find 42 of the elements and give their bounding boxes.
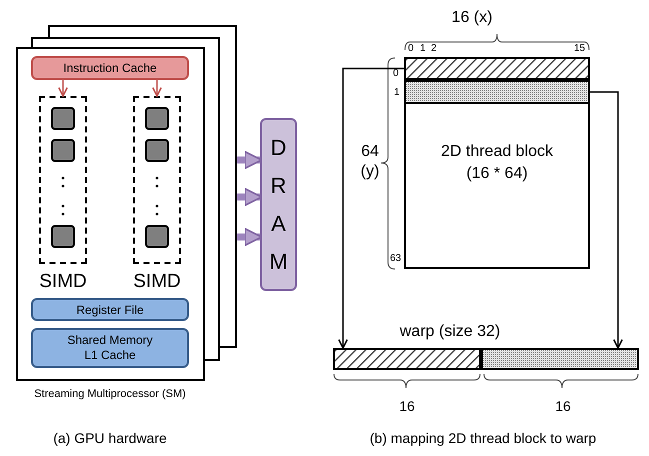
arrow: [237, 150, 263, 170]
dimension-label: 0: [393, 68, 400, 80]
simd-group: [133, 96, 181, 264]
dimension-label: 1: [420, 43, 427, 56]
dimension-label: 63: [390, 253, 402, 266]
dotted-segment: [481, 348, 639, 370]
arrow: [338, 68, 404, 349]
group-label: SIMD: [38, 270, 88, 294]
arrow: [237, 228, 263, 246]
dimension-label: 2: [431, 43, 438, 56]
arrow: [590, 91, 623, 349]
cache-box: Instruction Cache: [31, 56, 189, 80]
figure-caption: (b) mapping 2D thread block to warp: [368, 430, 598, 448]
dimension-label: 16: [554, 398, 572, 416]
core-square: [145, 139, 169, 162]
register-file-box: Register File: [31, 298, 189, 321]
core-square: [145, 107, 169, 130]
dimension-label: warp (size 32): [398, 322, 502, 342]
arrow: [152, 80, 162, 97]
hatched-segment: [333, 348, 481, 370]
dimension-label: 0: [408, 43, 415, 56]
multiprocessor-stack: [16, 25, 237, 381]
dram-box: DRAM: [260, 118, 297, 291]
caption-text: Streaming Multiprocessor (SM): [33, 387, 187, 402]
dimension-label: 16: [398, 398, 416, 416]
figure-caption: (a) GPU hardware: [52, 430, 168, 448]
core-square: [51, 139, 75, 162]
dimension-label: 64 (y): [360, 142, 380, 182]
dotted-row: [404, 80, 590, 104]
thread-block: 2D thread block (16 * 64): [404, 57, 590, 269]
arrow: [237, 188, 263, 206]
dimension-label: 1: [394, 87, 401, 100]
group-label: SIMD: [132, 270, 182, 294]
simd-group: [39, 96, 87, 264]
dimension-label: 16 (x): [450, 8, 494, 28]
arrow: [58, 80, 68, 97]
dimension-label: 15: [574, 43, 586, 56]
core-square: [145, 225, 169, 248]
hatched-row: [404, 57, 590, 80]
memory-box: Shared Memory L1 Cache: [31, 328, 189, 368]
core-square: [51, 225, 75, 248]
core-square: [51, 107, 75, 130]
